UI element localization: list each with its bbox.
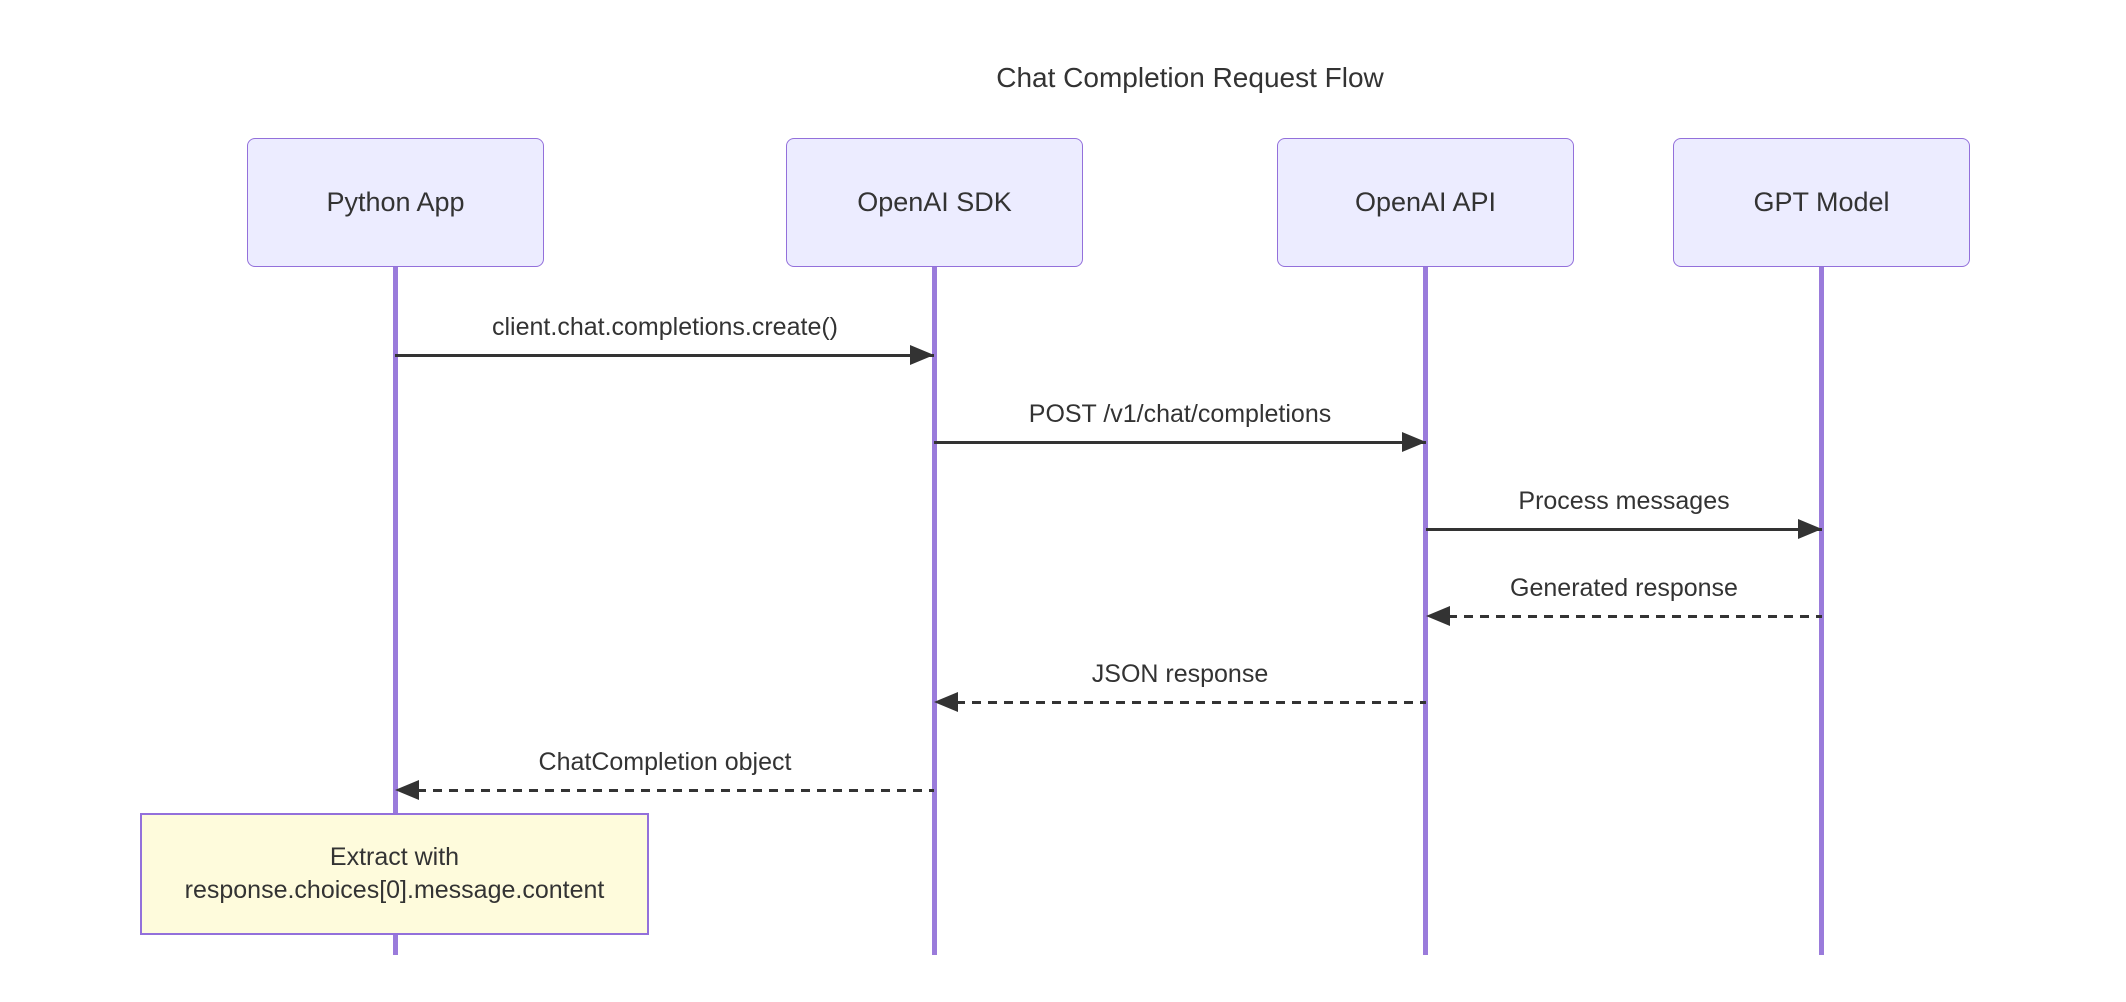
- message-label-client-create: client.chat.completions.create(): [492, 313, 838, 341]
- message-label-json-response: JSON response: [1091, 660, 1269, 688]
- note-line: response.choices[0].message.content: [184, 876, 605, 904]
- note-extract-content: Extract with response.choices[0].message…: [140, 813, 649, 935]
- actor-python-app: Python App: [247, 138, 544, 267]
- note-line: Extract with: [329, 843, 460, 871]
- arrowhead-left-icon: [934, 692, 958, 712]
- message-line-client-create: [395, 354, 934, 357]
- arrowhead-right-icon: [1402, 432, 1426, 452]
- actor-openai-sdk: OpenAI SDK: [786, 138, 1083, 267]
- lifeline-gpt-model: [1819, 267, 1824, 955]
- actor-openai-api: OpenAI API: [1277, 138, 1574, 267]
- message-label-post-completions: POST /v1/chat/completions: [1028, 400, 1332, 428]
- actor-label: OpenAI SDK: [857, 187, 1012, 217]
- message-line-json-response: [940, 701, 1426, 704]
- message-label-generated-response: Generated response: [1510, 574, 1738, 602]
- diagram-title: Chat Completion Request Flow: [996, 62, 1384, 93]
- lifeline-openai-api: [1423, 267, 1428, 955]
- lifeline-python-app: [393, 267, 398, 955]
- message-line-generated-response: [1432, 615, 1822, 618]
- message-label-chatcompletion-object: ChatCompletion object: [538, 748, 792, 776]
- actor-label: Python App: [326, 187, 465, 217]
- arrowhead-left-icon: [395, 780, 419, 800]
- message-line-chatcompletion-object: [401, 789, 934, 792]
- arrowhead-right-icon: [910, 345, 934, 365]
- actor-gpt-model: GPT Model: [1673, 138, 1970, 267]
- message-line-process-messages: [1426, 528, 1822, 531]
- arrowhead-right-icon: [1798, 519, 1822, 539]
- lifeline-openai-sdk: [932, 267, 937, 955]
- arrowhead-left-icon: [1426, 606, 1450, 626]
- message-line-post-completions: [934, 441, 1426, 444]
- actor-label: OpenAI API: [1354, 187, 1497, 217]
- actor-label: GPT Model: [1753, 187, 1890, 217]
- message-label-process-messages: Process messages: [1518, 487, 1730, 515]
